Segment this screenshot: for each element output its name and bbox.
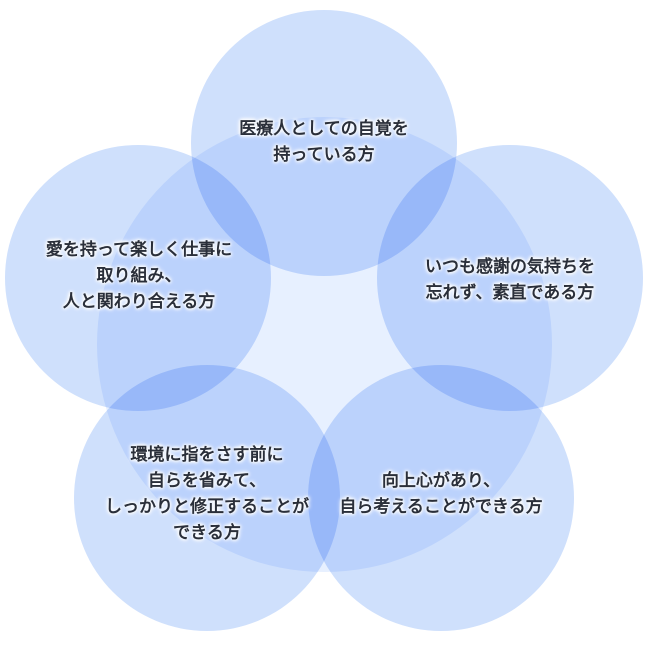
statement-line: いつも感謝の気持ちを [425, 257, 595, 277]
statement-line: できる方 [173, 523, 241, 543]
statement-line: 環境に指をさす前に [130, 445, 284, 465]
statement-line: 取り組み、 [96, 266, 182, 286]
statement-line: 向上心があり、 [381, 471, 501, 491]
statement-top: 医療人としての自覚を 持っている方 [199, 116, 449, 168]
statement-bottom-left: 環境に指をさす前に 自らを省みて、 しっかりと修正することが できる方 [72, 442, 342, 546]
statement-line: 自らを省みて、 [147, 471, 267, 491]
statement-line: 愛を持って楽しく仕事に [45, 240, 233, 260]
statement-bottom-right: 向上心があり、 自ら考えることができる方 [311, 468, 571, 520]
statement-line: 自ら考えることができる方 [339, 497, 543, 517]
statement-line: 持っている方 [273, 145, 375, 165]
statement-line: 医療人としての自覚を [239, 119, 409, 139]
statement-left: 愛を持って楽しく仕事に 取り組み、 人と関わり合える方 [14, 237, 264, 315]
circle-bottom-right [308, 365, 574, 631]
statement-line: 人と関わり合える方 [62, 292, 216, 312]
statement-line: しっかりと修正することが [105, 497, 309, 517]
circle-left [5, 145, 271, 411]
statement-line: 忘れず、素直である方 [425, 283, 595, 303]
statement-right: いつも感謝の気持ちを 忘れず、素直である方 [385, 254, 635, 306]
